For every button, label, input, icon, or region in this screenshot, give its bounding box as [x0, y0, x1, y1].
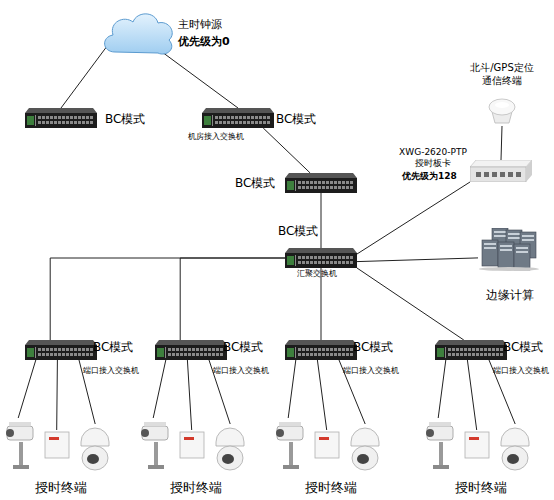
mode-label: BC模式: [105, 112, 145, 127]
node-title: 主时钟源: [178, 18, 222, 32]
network-link: [501, 126, 502, 160]
terminal-devices-icon: [425, 412, 535, 472]
priority-label: 优先级为0: [178, 35, 230, 49]
access-switch: BC模式端口接入交换机: [435, 340, 507, 360]
mode-label: BC模式: [353, 340, 393, 355]
network-link: [357, 268, 464, 340]
mode-label: BC模式: [235, 176, 275, 191]
network-link: [187, 360, 191, 430]
network-link: [288, 360, 296, 418]
switch-icon: [202, 108, 274, 128]
terminal-group: 授时终端: [140, 412, 250, 472]
access-switch: BC模式端口接入交换机: [155, 340, 227, 360]
network-link: [263, 128, 310, 173]
switch-icon: [435, 340, 507, 360]
network-link: [321, 268, 322, 340]
network-link: [357, 182, 470, 254]
terminal-group: 授时终端: [5, 412, 115, 472]
terminal-devices-icon: [140, 412, 250, 472]
network-link: [357, 258, 478, 262]
network-link: [18, 360, 36, 418]
device-label: 端口接入交换机: [83, 366, 139, 376]
network-link: [56, 360, 58, 430]
switch-icon: [25, 340, 97, 360]
switch-icon: [25, 108, 97, 128]
group-label: 授时终端: [305, 480, 357, 496]
device-label: 端口接入交换机: [493, 366, 549, 376]
device-label: 端口接入交换机: [213, 366, 269, 376]
gnss-terminal-icon: [486, 96, 518, 126]
terminal-devices-icon: [275, 412, 385, 472]
network-link: [467, 360, 476, 430]
group-label: 授时终端: [170, 480, 222, 496]
timing-card-icon: [470, 160, 532, 182]
mode-label: BC模式: [503, 340, 543, 355]
device-label: 北斗/GPS定位 通信终端: [456, 62, 548, 87]
terminal-devices-icon: [5, 412, 115, 472]
server-cluster-icon: [478, 228, 540, 272]
mode-label: BC模式: [223, 340, 263, 355]
mode-label: BC模式: [278, 224, 318, 239]
network-link: [180, 258, 285, 340]
aggregation-switch: BC模式汇聚交换机: [285, 248, 357, 268]
device-label: 边缘计算: [486, 288, 534, 303]
edge-computing: 边缘计算: [478, 228, 540, 272]
gnss-terminal: 北斗/GPS定位 通信终端: [486, 96, 518, 126]
network-link: [50, 258, 285, 340]
device-label: XWG-2620-PTP 授时板卡: [394, 147, 472, 170]
cloud-shape: [100, 8, 175, 58]
switch-icon: [155, 340, 227, 360]
timing-card: XWG-2620-PTP 授时板卡优先级为128: [470, 160, 532, 182]
priority-label: 优先级为128: [402, 171, 457, 182]
device-label: 端口接入交换机: [343, 366, 399, 376]
network-link: [317, 360, 326, 430]
network-link: [160, 51, 238, 109]
bc-switch: BC模式: [25, 108, 97, 128]
network-link: [438, 360, 446, 418]
access-switch: BC模式端口接入交换机: [285, 340, 357, 360]
access-switch: BC模式端口接入交换机: [25, 340, 97, 360]
terminal-group: 授时终端: [425, 412, 535, 472]
bc-switch: BC模式: [285, 173, 357, 193]
network-link: [321, 193, 322, 248]
group-label: 授时终端: [35, 480, 87, 496]
mode-label: BC模式: [93, 340, 133, 355]
network-link: [61, 46, 108, 109]
network-link: [153, 360, 166, 418]
room-access-switch: BC模式机房接入交换机: [202, 108, 274, 128]
device-label: 汇聚交换机: [297, 269, 337, 279]
group-label: 授时终端: [455, 480, 507, 496]
device-label: 机房接入交换机: [188, 132, 244, 142]
switch-icon: [285, 248, 357, 268]
switch-icon: [285, 340, 357, 360]
terminal-group: 授时终端: [275, 412, 385, 472]
master-clock-cloud: 主时钟源优先级为0: [100, 8, 175, 58]
mode-label: BC模式: [276, 112, 316, 127]
switch-icon: [285, 173, 357, 193]
